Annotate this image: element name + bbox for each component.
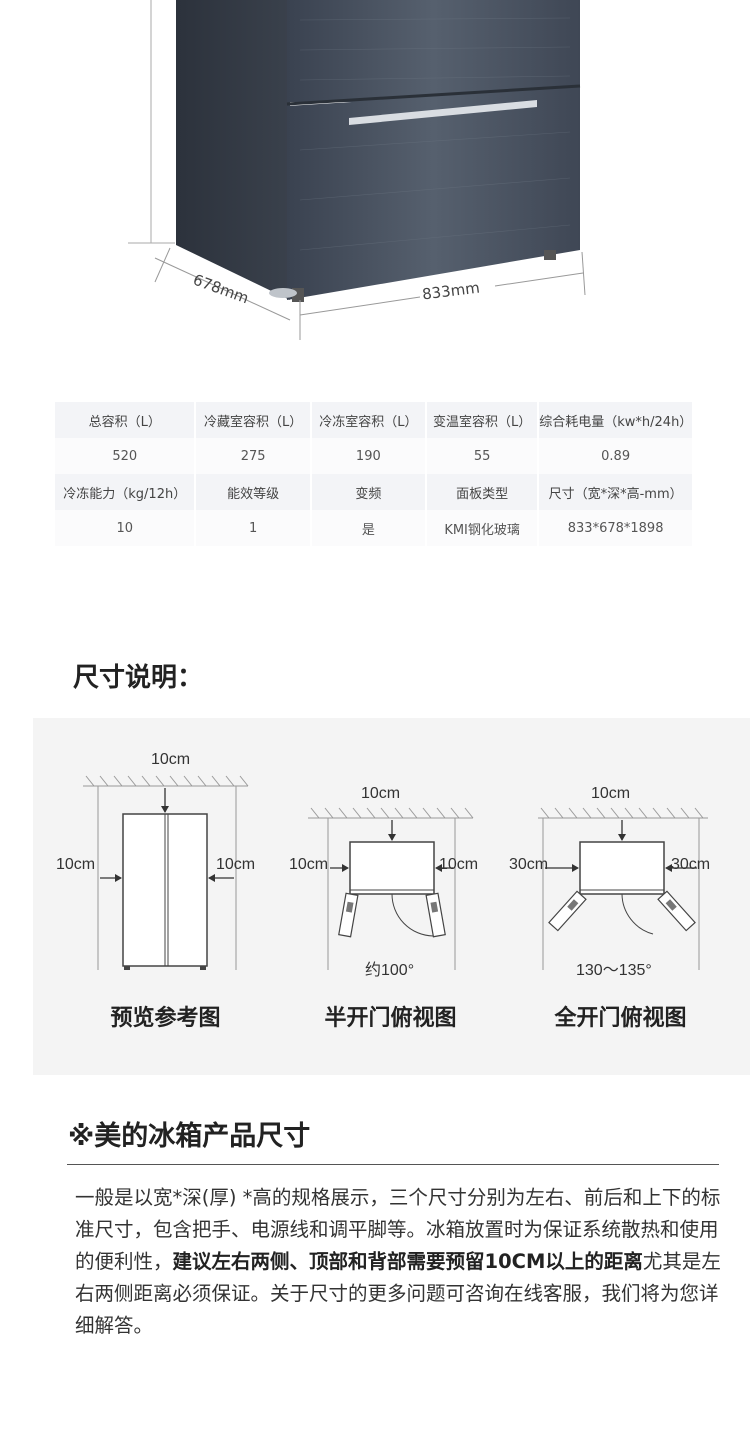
note-text-emphasis: 建议左右两侧、顶部和背部需要预留10CM以上的距离 [172, 1250, 643, 1273]
spec-header-row: 冷冻能力（kg/12h） 能效等级 变频 面板类型 尺寸（宽*深*高-mm） [55, 474, 692, 510]
note-body: 一般是以宽*深(厚) *高的规格展示，三个尺寸分别为左右、前后和上下的标准尺寸，… [75, 1182, 725, 1342]
top-clearance-label: 10cm [361, 785, 401, 802]
top-clearance-label: 10cm [591, 785, 631, 802]
diagram-full-open: 10cm 30cm 30cm 130～135° 全开门俯视图 [503, 718, 738, 1075]
right-clearance-label: 10cm [216, 856, 256, 873]
note-text-outro: 尤其是左右两侧距离必须保证。关于尺寸的更多问题可咨询在线客服，我们将为您详细解答… [75, 1250, 721, 1337]
diagram-front-view: 10cm 10cm 10cm 预览参考图 [48, 718, 283, 1075]
spec-value-cell: 190 [309, 438, 426, 474]
spec-header-cell: 冷冻能力（kg/12h） [55, 474, 196, 510]
diagram-half-open: 10cm 10cm 10cm 约100° 半开门俯视图 [273, 718, 508, 1075]
spec-header-row: 总容积（L） 冷藏室容积（L） 冷冻室容积（L） 变温室容积（L） 综合耗电量（… [55, 402, 692, 438]
spec-value-cell: 520 [55, 438, 196, 474]
spec-value-cell: 是 [309, 510, 426, 546]
half-open-drawing [308, 807, 474, 970]
right-clearance-label: 10cm [439, 856, 479, 873]
note-text-intro: 一般是以宽*深(厚) *高的规格展示，三个尺寸分别为左右、前后和上下的标准尺寸，… [75, 1186, 721, 1273]
half-open-caption: 半开门俯视图 [324, 1006, 457, 1031]
left-clearance-label: 10cm [56, 856, 96, 873]
divider [67, 1164, 719, 1165]
top-clearance-label: 10cm [151, 751, 191, 768]
door-angle-label: 130～135° [576, 962, 652, 979]
left-clearance-label: 30cm [509, 856, 549, 873]
right-clearance-label: 30cm [671, 856, 711, 873]
full-open-caption: 全开门俯视图 [554, 1006, 687, 1031]
spec-table: 总容积（L） 冷藏室容积（L） 冷冻室容积（L） 变温室容积（L） 综合耗电量（… [55, 402, 692, 546]
spec-value-cell: 55 [424, 438, 539, 474]
spec-value-cell: 0.89 [537, 438, 692, 474]
spec-header-cell: 综合耗电量（kw*h/24h） [537, 402, 692, 438]
spec-header-cell: 面板类型 [424, 474, 539, 510]
spec-header-cell: 变频 [309, 474, 426, 510]
spec-header-cell: 尺寸（宽*深*高-mm） [537, 474, 692, 510]
spec-header-cell: 总容积（L） [55, 402, 196, 438]
spec-header-cell: 冷冻室容积（L） [309, 402, 426, 438]
spec-value-row: 10 1 是 KMI钢化玻璃 833*678*1898 [55, 510, 692, 546]
spec-value-cell: 10 [55, 510, 196, 546]
note-title: ※美的冰箱产品尺寸 [68, 1121, 311, 1152]
product-illustration: 678mm 833mm [0, 0, 750, 360]
spec-value-row: 520 275 190 55 0.89 [55, 438, 692, 474]
door-angle-label: 约100° [365, 962, 415, 979]
spec-header-cell: 冷藏室容积（L） [194, 402, 311, 438]
spec-value-cell: 1 [194, 510, 311, 546]
spec-header-cell: 变温室容积（L） [424, 402, 539, 438]
dimension-section-title: 尺寸说明： [73, 663, 204, 693]
full-open-drawing [538, 807, 708, 970]
spec-value-cell: 833*678*1898 [537, 510, 692, 546]
front-view-drawing [83, 775, 249, 970]
spec-value-cell: KMI钢化玻璃 [424, 510, 539, 546]
dimension-diagrams: 10cm 10cm 10cm 预览参考图 [33, 718, 750, 1075]
front-view-caption: 预览参考图 [110, 1006, 221, 1031]
refrigerator-image [128, 0, 586, 340]
spec-header-cell: 能效等级 [194, 474, 311, 510]
spec-value-cell: 275 [194, 438, 311, 474]
left-clearance-label: 10cm [289, 856, 329, 873]
